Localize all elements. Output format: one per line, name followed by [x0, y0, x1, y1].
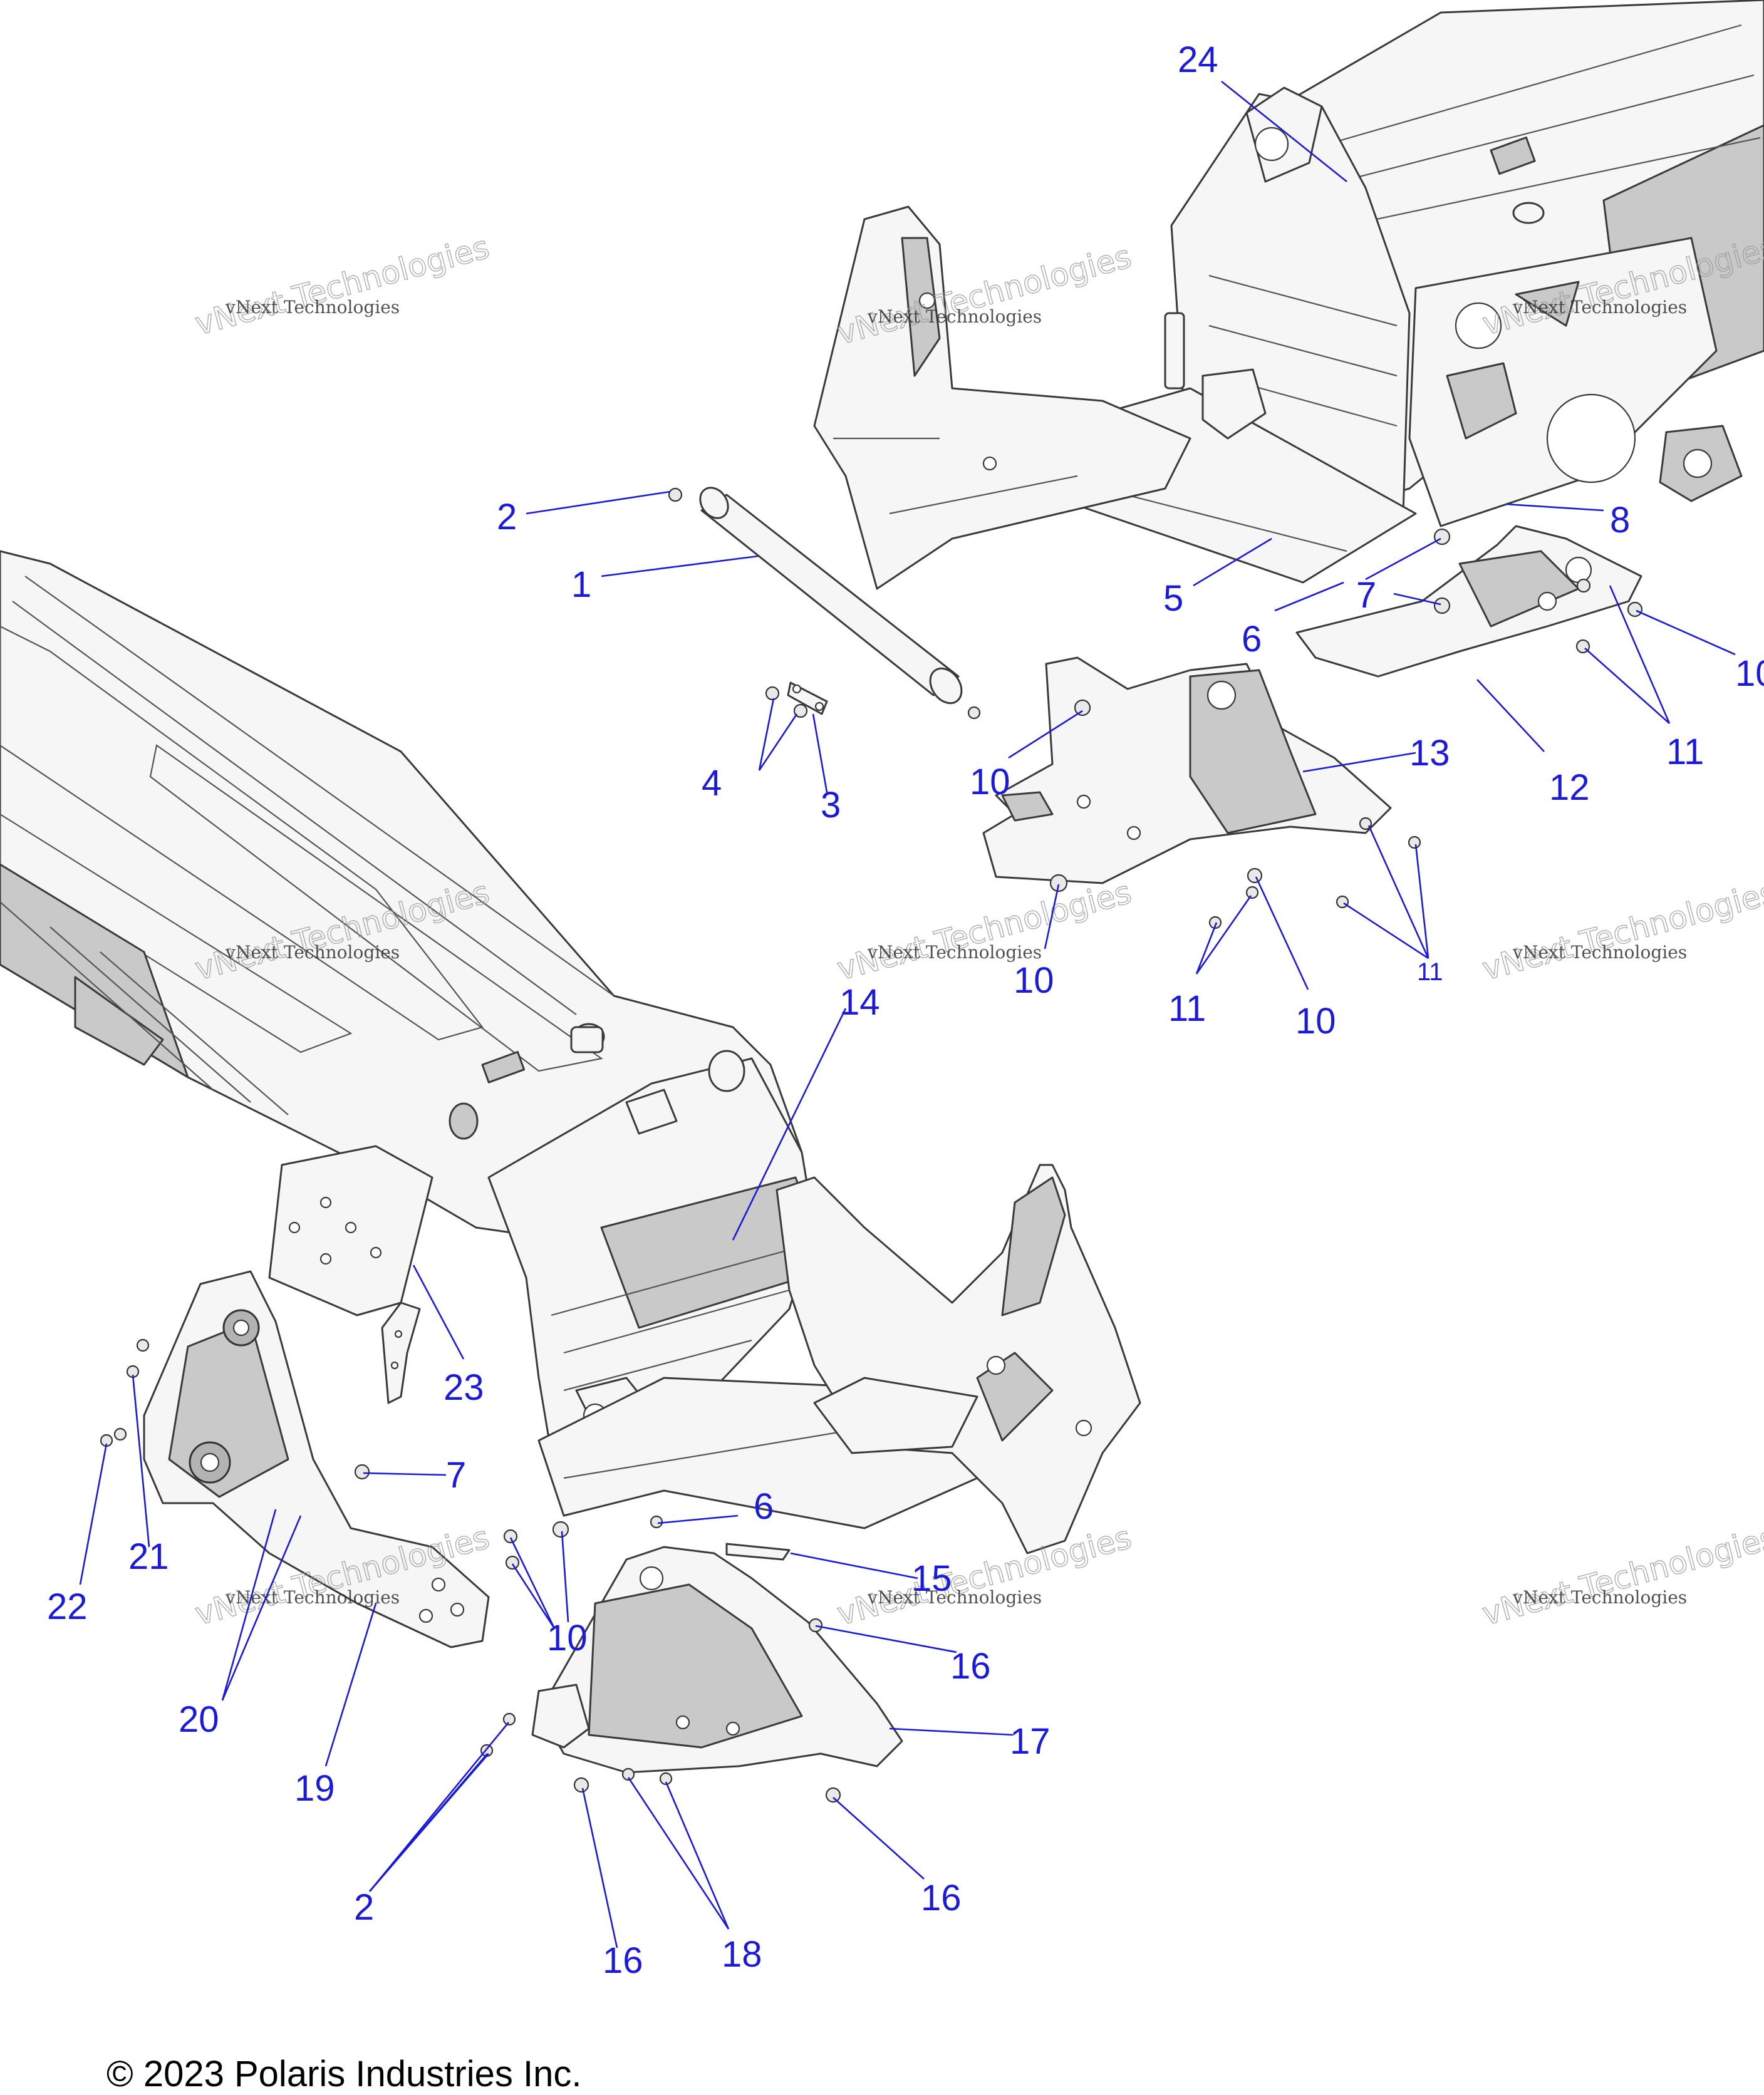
bracket-part-23 — [381, 1301, 421, 1404]
callout-16: 16 — [950, 1646, 991, 1687]
callout-15: 15 — [911, 1558, 952, 1599]
callout-3: 3 — [821, 785, 841, 825]
callout-6: 6 — [1242, 619, 1262, 660]
bracket-part-13 — [982, 656, 1392, 892]
chassis-rear-section — [813, 0, 1764, 590]
bracket-part-17 — [480, 1543, 903, 1803]
callout-24: 24 — [1178, 39, 1218, 80]
callout-8: 8 — [1610, 500, 1630, 541]
callout-10: 10 — [1735, 653, 1764, 694]
callout-10: 10 — [970, 762, 1010, 802]
watermark-text: vNext Technologies — [1512, 1587, 1687, 1608]
callout-23: 23 — [444, 1367, 484, 1408]
bracket-part-12 — [1295, 525, 1643, 678]
callout-10: 10 — [1295, 1001, 1336, 1042]
callout-17: 17 — [1010, 1721, 1051, 1762]
callout-19: 19 — [294, 1768, 335, 1809]
callout-2: 2 — [354, 1887, 374, 1928]
watermark-text: vNext Technologies — [1512, 297, 1687, 318]
fasteners-13 — [1208, 817, 1421, 929]
cross-tube-part-1 — [699, 487, 963, 705]
chaincase-part-19 — [100, 1270, 490, 1648]
tunnel-front-section — [0, 550, 803, 1316]
callout-11: 11 — [1417, 958, 1443, 986]
leader-lines — [79, 80, 1736, 1948]
callout-2: 2 — [497, 497, 517, 537]
watermark-text: vNext Technologies — [225, 1587, 400, 1608]
watermark-outline: vNext Technologies — [1478, 874, 1764, 987]
watermark-text: vNext Technologies — [1512, 942, 1687, 963]
callout-4: 4 — [702, 763, 722, 804]
front-bulkhead-part-14 — [487, 1050, 1141, 1554]
callout-7: 7 — [1356, 575, 1376, 616]
callout-20: 20 — [179, 1699, 219, 1740]
watermark-text: vNext Technologies — [867, 306, 1042, 327]
callout-6: 6 — [754, 1486, 774, 1527]
callout-16: 16 — [921, 1878, 962, 1918]
copyright-notice: © 2023 Polaris Industries Inc. — [106, 2054, 582, 2094]
watermark-text: vNext Technologies — [867, 1587, 1042, 1608]
callout-13: 13 — [1409, 733, 1450, 773]
watermark-text: vNext Technologies — [225, 297, 400, 318]
watermark-outline: vNext Technologies — [833, 874, 1135, 987]
callout-5: 5 — [1163, 578, 1183, 619]
fasteners-lower — [354, 1464, 663, 1570]
watermark-text: vNext Technologies — [867, 942, 1042, 963]
callout-labels: 24 2 1 8 7 5 6 10 4 3 10 13 12 11 10 11 … — [47, 39, 1764, 1981]
callout-18: 18 — [722, 1934, 762, 1975]
callout-21: 21 — [128, 1536, 169, 1577]
callout-11: 11 — [1168, 988, 1206, 1029]
watermark-text: vNext Technologies — [225, 942, 400, 963]
callout-1: 1 — [571, 564, 591, 605]
callout-16: 16 — [603, 1940, 643, 1981]
callout-12: 12 — [1549, 767, 1590, 808]
watermark-outline: vNext Technologies — [833, 1519, 1135, 1632]
fasteners-upper — [668, 487, 981, 720]
callout-22: 22 — [47, 1586, 88, 1627]
watermark-outline: vNext Technologies — [1478, 1519, 1764, 1632]
watermark-outline: vNext Technologies — [191, 229, 493, 342]
callout-14: 14 — [839, 982, 880, 1023]
callout-10: 10 — [1014, 960, 1054, 1001]
callout-10: 10 — [547, 1618, 588, 1658]
callout-7: 7 — [446, 1455, 466, 1496]
callout-11: 11 — [1666, 732, 1704, 772]
